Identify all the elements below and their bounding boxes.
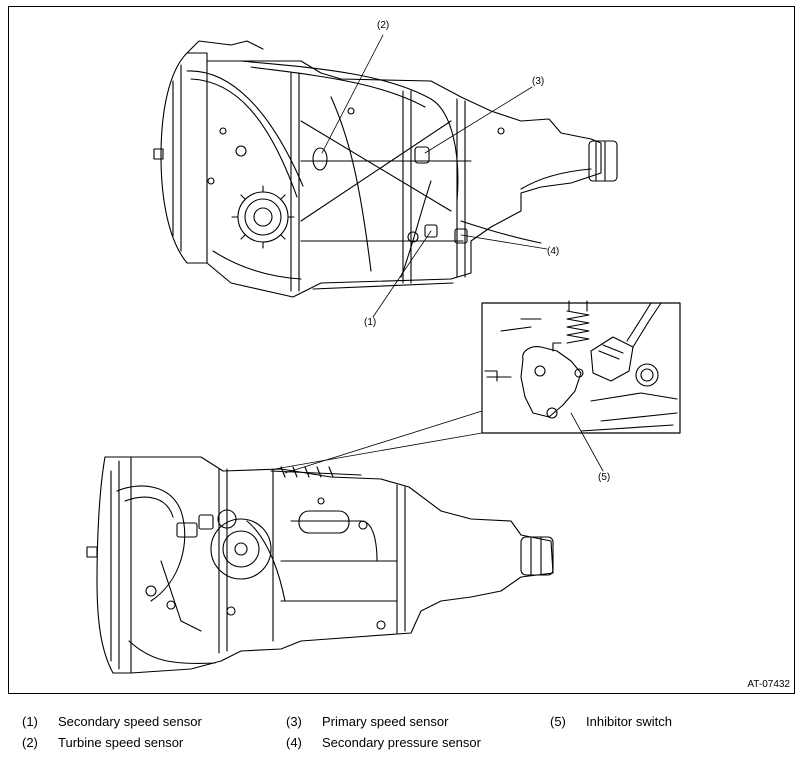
callout-3: (3) <box>532 76 545 87</box>
legend-label: Secondary pressure sensor <box>322 735 481 750</box>
legend-number: (2) <box>22 735 38 750</box>
transmission-illustration <box>86 34 681 674</box>
inset-inhibitor-switch-drawing <box>484 300 678 432</box>
callout-2: (2) <box>377 20 390 31</box>
legend-item-3: (3) Primary speed sensor <box>286 714 448 729</box>
legend-item-5: (5) Inhibitor switch <box>550 714 672 729</box>
figure-id: AT-07432 <box>747 679 790 690</box>
legend-number: (5) <box>550 714 566 729</box>
legend-label: Turbine speed sensor <box>58 735 184 750</box>
legend-item-2: (2) Turbine speed sensor <box>22 735 183 750</box>
legend-item-1: (1) Secondary speed sensor <box>22 714 202 729</box>
legend-label: Secondary speed sensor <box>58 714 202 729</box>
callout-5: (5) <box>598 472 611 483</box>
legend-item-4: (4) Secondary pressure sensor <box>286 735 481 750</box>
leader-lines <box>274 34 604 474</box>
callout-1: (1) <box>364 317 377 328</box>
top-transmission-drawing <box>153 40 618 298</box>
legend-label: Inhibitor switch <box>586 714 672 729</box>
legend-number: (1) <box>22 714 38 729</box>
legend-label: Primary speed sensor <box>322 714 449 729</box>
legend-number: (4) <box>286 735 302 750</box>
diagram-frame: (2) (3) (4) (1) (5) AT-07432 <box>8 6 795 694</box>
bottom-transmission-drawing <box>86 456 554 674</box>
legend-number: (3) <box>286 714 302 729</box>
callout-4: (4) <box>547 246 560 257</box>
inset-frame <box>481 302 681 434</box>
